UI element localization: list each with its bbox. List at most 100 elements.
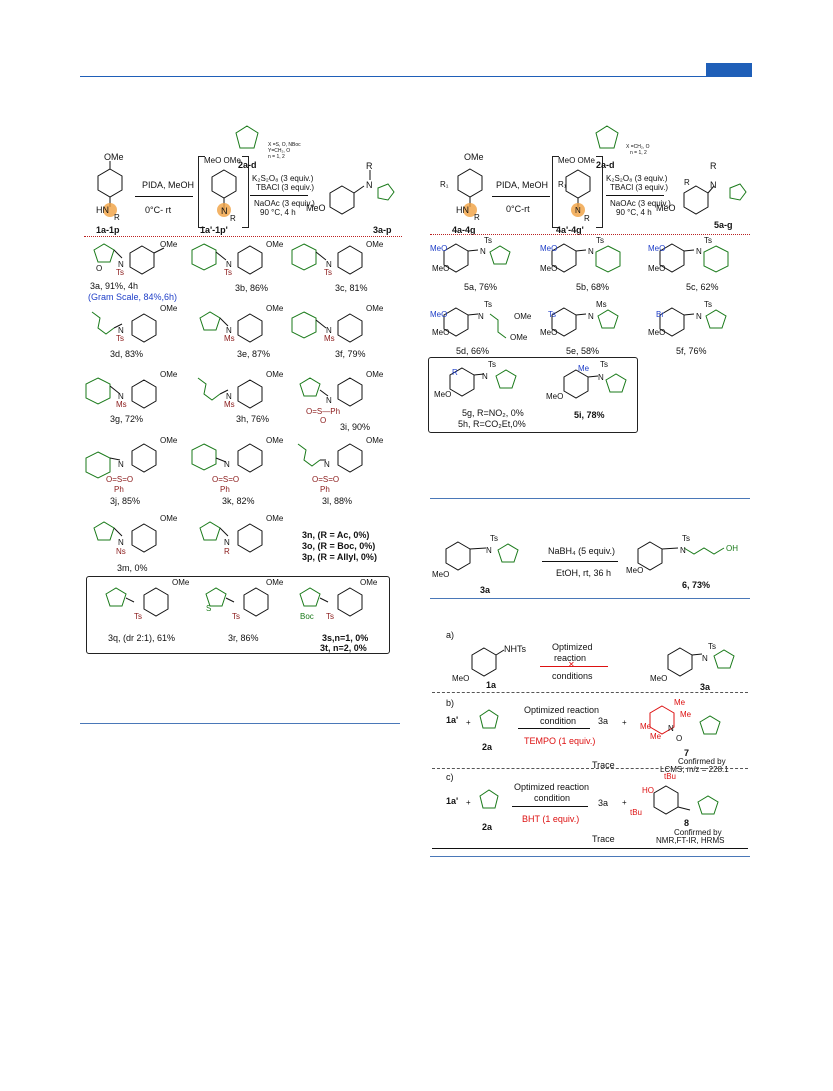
product-3m-structure xyxy=(93,521,157,553)
product-3h-structure xyxy=(197,377,263,409)
mech-b-sm: 1a' xyxy=(446,715,459,725)
header-rule xyxy=(80,76,752,77)
r-label: R xyxy=(114,213,120,222)
right-dotted-divider xyxy=(430,234,750,235)
mech-b-confirm-2: LCMS; m/z = 228.1 xyxy=(660,765,729,774)
product-3f-n: N xyxy=(326,326,332,335)
product-3r-ts: Ts xyxy=(232,612,240,621)
right-prod-structure xyxy=(683,183,747,215)
product-5e-ts-sub: Ts xyxy=(548,310,556,319)
product-3q-yield: 3q, (dr 2:1), 61% xyxy=(108,633,176,643)
product-3a-ome: OMe xyxy=(160,240,178,249)
mech-b-plus: + xyxy=(466,718,471,727)
product-3a-structure xyxy=(93,243,165,275)
reduction-reagent: NaBH₄ (5 equiv.) xyxy=(548,546,616,556)
right-bracket-right xyxy=(596,156,603,228)
product-5g-yield: 5g, R=NO₂, 0% xyxy=(462,408,524,418)
product-5b-meo2: MeO xyxy=(540,264,558,273)
prod-label: 3a-p xyxy=(373,225,392,235)
product-3e-n: N xyxy=(226,326,232,335)
product-3a-yield: 3a, 91%, 4h xyxy=(90,281,139,291)
right-ome: OMe xyxy=(464,152,484,162)
product-3m-group: Ns xyxy=(116,547,126,556)
product-3i-yield: 3i, 90% xyxy=(340,422,371,432)
right-prod-r: R xyxy=(710,161,717,171)
mech-c-prod-num: 8 xyxy=(684,818,690,828)
product-3i-so2ph: O=S—Ph xyxy=(306,407,341,416)
sm-label: 1a-1p xyxy=(96,225,120,235)
product-3l-ph: Ph xyxy=(320,485,330,494)
product-3s-ts: Ts xyxy=(326,612,334,621)
mech-b-prod-num: 7 xyxy=(684,748,690,758)
product-5b-yield: 5b, 68% xyxy=(576,282,610,292)
product-3i-o: O xyxy=(320,416,327,425)
mech-c-confirm-2: NMR,FT-IR, HRMS xyxy=(656,836,725,845)
product-3g-yield: 3g, 72% xyxy=(110,414,144,424)
right-step1: PIDA, MeOH xyxy=(496,180,549,190)
product-5d-meo2: MeO xyxy=(432,328,450,337)
product-5a-structure xyxy=(443,243,511,273)
product-3f-group: Ms xyxy=(324,334,335,343)
product-3s-ome: OMe xyxy=(360,578,378,587)
mech-c-arrow xyxy=(512,806,588,807)
right-prod-label: 5a-g xyxy=(714,220,733,230)
product-5e-structure xyxy=(551,307,619,337)
reduction-sm-structure xyxy=(445,541,519,571)
product-3h-yield: 3h, 76% xyxy=(236,414,270,424)
product-5f-yield: 5f, 76% xyxy=(676,346,707,356)
intermediate-structure xyxy=(211,169,237,217)
tempo-me4: Me xyxy=(650,732,662,741)
mech-c-confirm-1: Confirmed by xyxy=(674,828,722,837)
mech-b-plus2: + xyxy=(622,718,627,727)
reagent-top-label: 2a-d xyxy=(238,160,257,170)
meo-ome-label: MeO OMe xyxy=(204,156,241,165)
product-5g-n: N xyxy=(482,372,488,381)
product-structure xyxy=(329,170,395,215)
reduction-prod-ts: Ts xyxy=(682,534,690,543)
right-int-label: 4a'-4g' xyxy=(556,225,584,235)
product-5a-n: N xyxy=(480,247,486,256)
bht-ho: HO xyxy=(642,786,654,795)
bht-adduct-structure xyxy=(653,785,719,815)
product-3j-ome: OMe xyxy=(160,436,178,445)
right-arrow-step1 xyxy=(492,196,550,197)
step1-label: PIDA, MeOH xyxy=(142,180,195,190)
left-bottom-rule xyxy=(80,723,400,724)
product-3j-structure xyxy=(85,443,157,479)
mech-a-prod-n: N xyxy=(702,654,708,663)
product-5e-ms: Ms xyxy=(596,300,607,309)
hn-label: HN xyxy=(96,205,109,215)
right-meo-ome: MeO OMe xyxy=(558,156,595,165)
product-3j-yield: 3j, 85% xyxy=(110,496,141,506)
right-rule-1 xyxy=(430,498,750,499)
reduction-sm-n: N xyxy=(486,546,492,555)
product-5d-meo1: MeO xyxy=(430,310,448,319)
mech-a-prod-structure xyxy=(667,647,735,677)
right-r1: R₁ xyxy=(440,180,449,189)
right-cond2-4: 90 °C, 4 h xyxy=(616,208,652,217)
product-3e-yield: 3e, 87% xyxy=(237,349,271,359)
mech-divider-1 xyxy=(432,692,748,693)
product-3c-ome: OMe xyxy=(366,240,384,249)
reduction-prod-label: 6, 73% xyxy=(682,580,711,590)
product-3e-group: Ms xyxy=(224,334,235,343)
mech-divider-2 xyxy=(432,768,748,769)
reduction-prod-n: N xyxy=(680,546,686,555)
prod-n-label: N xyxy=(366,180,373,190)
product-3q-ts: Ts xyxy=(134,612,142,621)
product-5e-yield: 5e, 58% xyxy=(566,346,600,356)
ome-label: OMe xyxy=(104,152,124,162)
tempo-adduct-structure xyxy=(649,705,721,735)
cond2-1: K₂S₂O₈ (3 equiv.) xyxy=(252,174,314,183)
product-5d-n: N xyxy=(478,312,484,321)
prod-r-label: R xyxy=(366,161,373,171)
right-rule-3 xyxy=(430,856,750,857)
mech-c-plus2: + xyxy=(622,798,627,807)
right-int-r: R xyxy=(584,214,590,223)
mech-b-confirm-1: Confirmed by xyxy=(678,757,726,766)
product-5c-structure xyxy=(659,243,729,273)
mech-c-label: c) xyxy=(446,772,454,782)
right-reagent-cond-1: X =CH₂, O xyxy=(626,144,650,150)
int-label: 1a'-1p' xyxy=(200,225,228,235)
mech-c-plus: + xyxy=(466,798,471,807)
